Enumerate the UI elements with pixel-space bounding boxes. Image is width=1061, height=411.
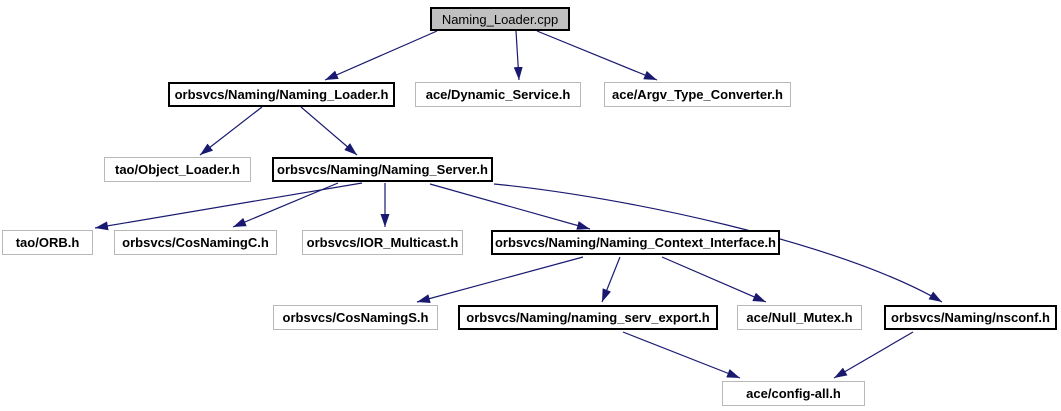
edge-naming-server-h-to-naming-context-interface-h [429, 183, 591, 230]
node-config-all-h: ace/config-all.h [722, 381, 865, 406]
edge-naming-context-interface-h-to-cosnamings-h [416, 256, 584, 303]
edge-naming-loader-h-to-naming-server-h [300, 106, 358, 156]
node-naming-serv-export-h[interactable]: orbsvcs/Naming/naming_serv_export.h [458, 305, 718, 330]
node-naming-loader-h[interactable]: orbsvcs/Naming/Naming_Loader.h [168, 82, 395, 107]
node-null-mutex-h: ace/Null_Mutex.h [737, 305, 862, 330]
edge-naming-serv-export-h-to-config-all-h [622, 331, 741, 379]
node-naming-context-interface-h[interactable]: orbsvcs/Naming/Naming_Context_Interface.… [491, 230, 780, 255]
edge-naming-server-h-to-nsconf-h [493, 183, 943, 303]
edge-naming-loader-h-to-object-loader-h [199, 106, 263, 156]
node-cosnamingc-h: orbsvcs/CosNamingC.h [114, 230, 277, 255]
edge-naming-context-interface-h-to-naming-serv-export-h [601, 256, 621, 303]
edge-naming-server-h-to-orb-h [94, 182, 363, 231]
edge-naming-loader-cpp-to-argv-type-converter-h [536, 30, 658, 81]
node-argv-type-converter-h: ace/Argv_Type_Converter.h [604, 82, 791, 107]
edge-naming-server-h-to-cosnamingc-h [232, 182, 339, 228]
node-ior-multicast-h: orbsvcs/IOR_Multicast.h [302, 230, 463, 255]
node-nsconf-h[interactable]: orbsvcs/Naming/nsconf.h [884, 305, 1057, 330]
node-naming-server-h[interactable]: orbsvcs/Naming/Naming_Server.h [272, 157, 493, 182]
node-dynamic-service-h: ace/Dynamic_Service.h [415, 82, 581, 107]
node-cosnamings-h: orbsvcs/CosNamingS.h [273, 305, 438, 330]
node-orb-h: tao/ORB.h [2, 230, 93, 255]
edge-naming-loader-cpp-to-naming-loader-h [324, 30, 438, 81]
edge-naming-context-interface-h-to-null-mutex-h [661, 256, 767, 303]
node-object-loader-h: tao/Object_Loader.h [104, 157, 251, 182]
edge-naming-loader-cpp-to-dynamic-service-h [513, 30, 523, 81]
node-naming-loader-cpp: Naming_Loader.cpp [430, 7, 570, 31]
edge-nsconf-h-to-config-all-h [833, 331, 914, 379]
